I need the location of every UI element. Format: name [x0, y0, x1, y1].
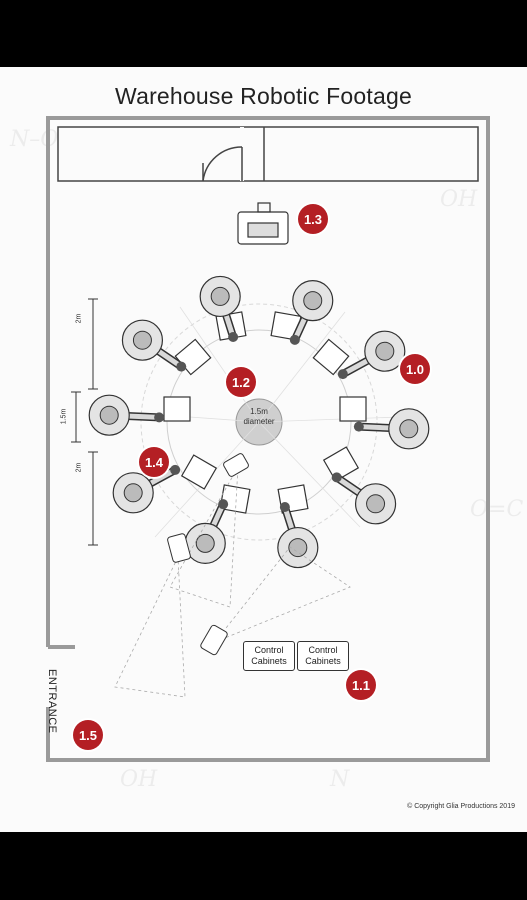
marker-badge-1-5[interactable]: 1.5 [73, 720, 103, 750]
marker-badge-1-3[interactable]: 1.3 [298, 204, 328, 234]
center-diameter-label: 1.5m diameter [243, 407, 275, 426]
top-black-bar [0, 0, 527, 67]
entrance-label-wrap: ENTRANCE [46, 669, 123, 734]
robot-arm-icon [199, 275, 241, 342]
dimension-label: 1.5m [60, 408, 68, 425]
dimension-label: 2m [75, 462, 83, 473]
robot-arm-icon [277, 502, 319, 569]
robot-arm-icon [289, 280, 334, 345]
watermark-decoration: N [330, 767, 350, 792]
camera-box [237, 202, 289, 245]
marker-badge-1-2[interactable]: 1.2 [226, 367, 256, 397]
watermark-decoration: OH [120, 767, 158, 792]
copyright-text: © Copyright Glia Productions 2019 [407, 803, 515, 810]
robot-arm-icon [331, 472, 397, 525]
camera-fov [114, 466, 351, 698]
bottom-black-bar [0, 832, 527, 900]
marker-badge-1-1[interactable]: 1.1 [346, 670, 376, 700]
robot-arm-icon [112, 464, 181, 514]
work-area-circle [140, 303, 378, 541]
watermark-decoration: N–O [10, 127, 59, 152]
dimension-label: 2m [75, 313, 83, 324]
dimension-lines [71, 298, 98, 546]
control-cabinet: Control Cabinets [243, 641, 295, 671]
watermark-decoration: O=C [470, 497, 524, 522]
top-rooms [57, 126, 479, 182]
robot-arm-icon [121, 319, 187, 372]
robot-arms [88, 275, 430, 569]
robot-arm-icon [337, 330, 406, 380]
marker-badge-1-4[interactable]: 1.4 [139, 447, 169, 477]
control-cabinet: Control Cabinets [297, 641, 349, 671]
entrance-label: ENTRANCE [46, 669, 58, 734]
camera-icons [167, 453, 249, 656]
robot-arm-icon [88, 394, 165, 436]
page-title: Warehouse Robotic Footage [115, 83, 412, 109]
floor-plan-sheet: N–O OH O=C OH N Warehouse Robotic Footag… [0, 67, 527, 832]
robot-arm-icon [184, 499, 229, 564]
floor-plan-diagram [46, 116, 490, 762]
robot-arm-icon [353, 408, 430, 450]
inner-circle [166, 329, 352, 515]
watermark-decoration: OH [440, 187, 478, 212]
mounting-plates [163, 311, 367, 514]
outer-wall [46, 116, 490, 762]
marker-badge-1-0[interactable]: 1.0 [400, 354, 430, 384]
